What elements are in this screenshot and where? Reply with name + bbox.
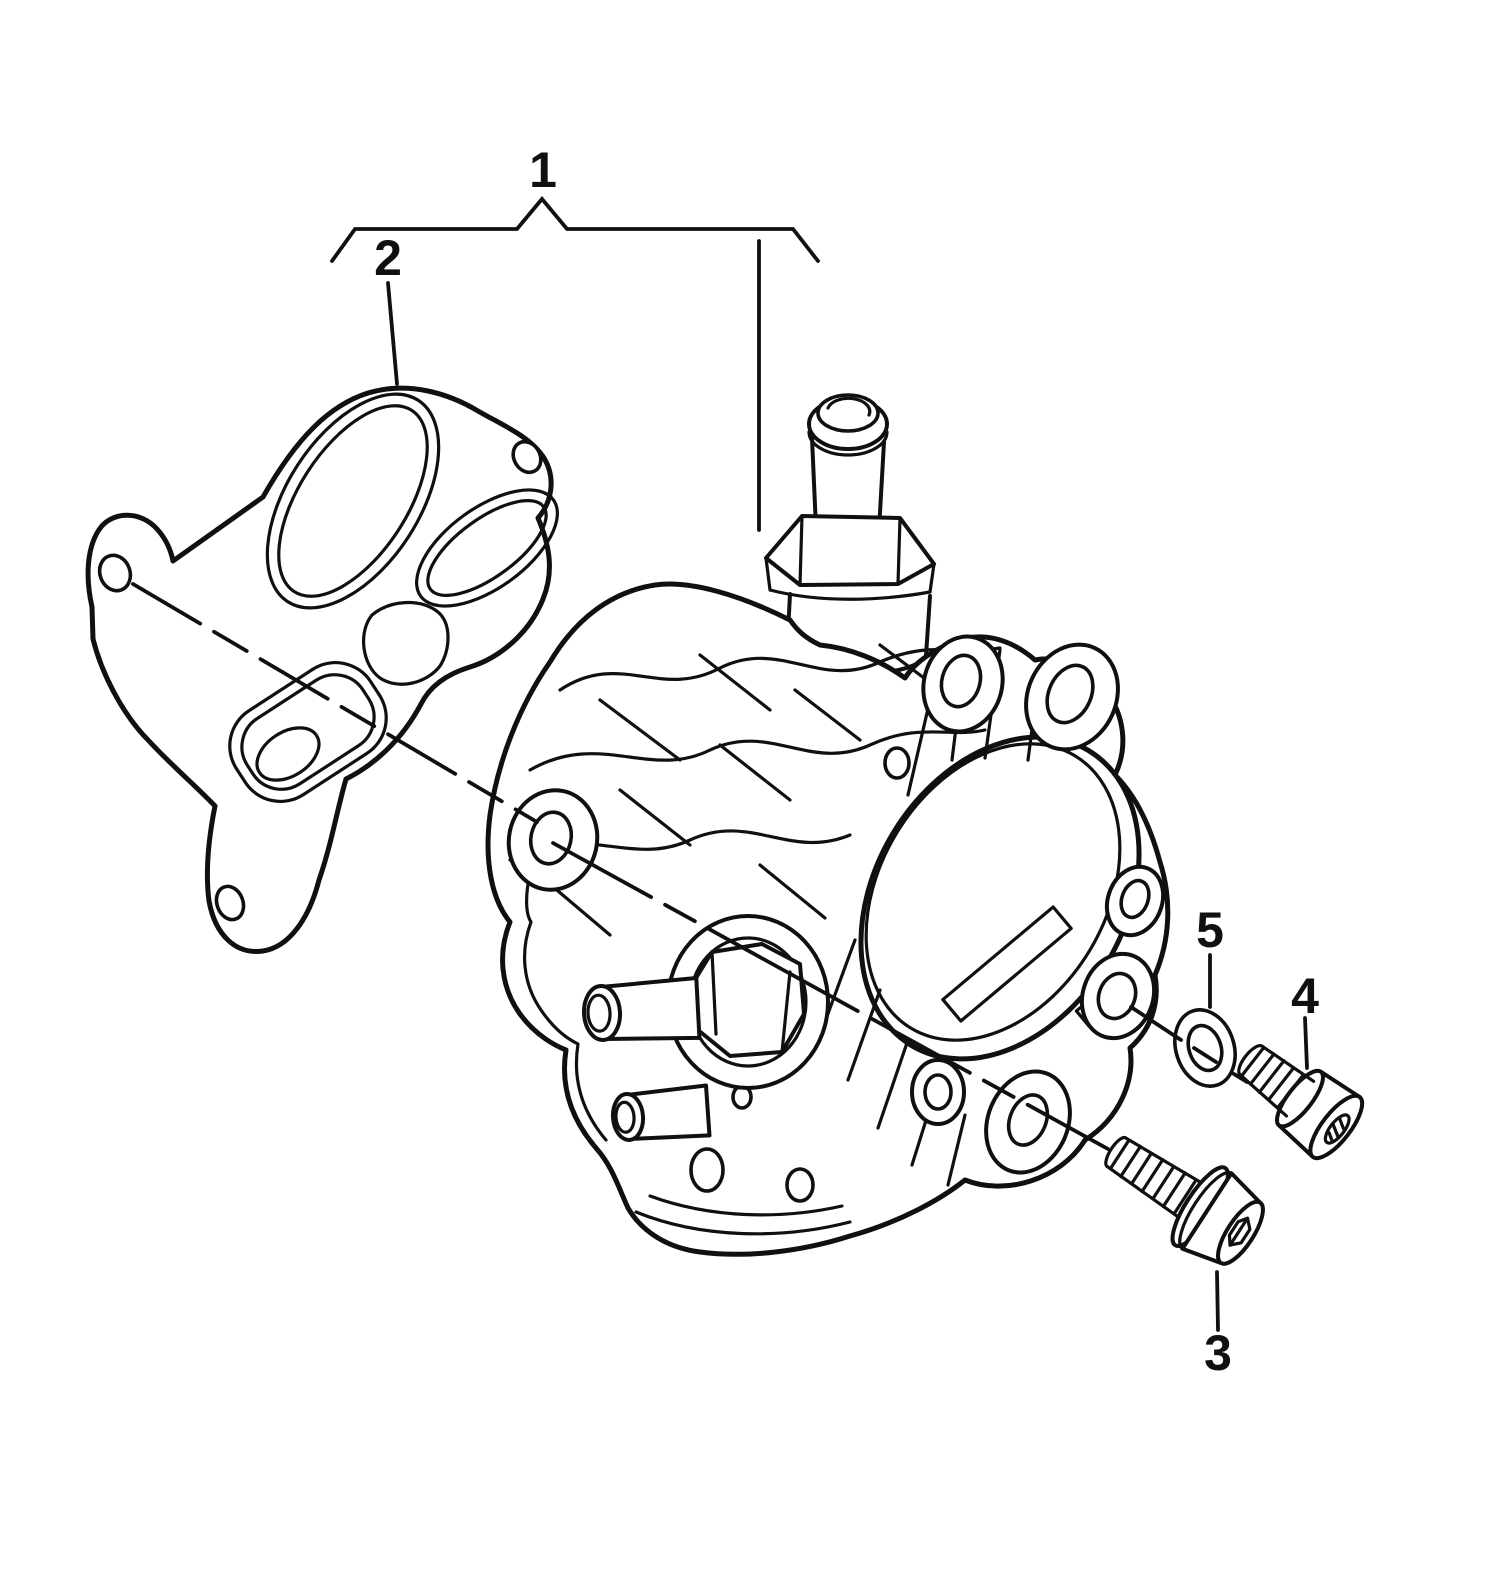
gasket-bolt-hole-bottom: [214, 884, 246, 922]
gasket-bolt-hole-right: [511, 439, 543, 475]
gasket-bolt-hole-left: [97, 553, 133, 593]
fitting-hex-nut: [764, 514, 936, 587]
body-hole: [883, 746, 911, 780]
bolt3-head-face: [1216, 1199, 1265, 1266]
callout-2-leader: [386, 281, 399, 386]
bolt3-hex-inner: [1228, 1216, 1250, 1247]
callout-4-label: 4: [1291, 968, 1319, 1024]
gasket-lower-port-inner: [240, 673, 376, 791]
nipple-upper: [581, 976, 702, 1042]
fitting-hex-facets: [764, 514, 936, 601]
callout-2: 2: [374, 230, 402, 386]
end-cap-rim: [864, 742, 1122, 1042]
flange-bottom-edge: [634, 1194, 852, 1236]
spoke: [876, 1038, 910, 1130]
gasket-bean-port-inner: [426, 499, 548, 597]
gasket: [85, 385, 559, 954]
rib-stroke: [698, 653, 772, 712]
gasket-lower-port-outer: [228, 660, 388, 804]
ear-hole: [923, 1073, 953, 1111]
callout-4-leader: [1303, 1016, 1309, 1070]
nipple-end-bore: [586, 993, 612, 1033]
port-bosses: [581, 914, 830, 1142]
gasket-bean-port-outer: [415, 488, 559, 608]
boss-hex-facets: [710, 950, 792, 1054]
callout-1-bracket: [330, 196, 820, 263]
leader-hole-to-washer: [1129, 1005, 1183, 1042]
leader-gasket-to-pump: [131, 582, 539, 824]
gasket-seal-ring-inner: [277, 404, 429, 598]
bolt3-tip: [1104, 1135, 1128, 1169]
rib-stroke: [618, 788, 692, 847]
callout-3-label: 3: [1204, 1325, 1232, 1381]
socket-bolt-short: [1237, 1044, 1365, 1161]
callout-5-label: 5: [1196, 902, 1224, 958]
gasket-lower-port-hole: [255, 726, 321, 782]
callout-3-leader: [1215, 1270, 1220, 1332]
spoke: [846, 988, 882, 1082]
spoke: [906, 698, 932, 797]
flange-hole: [689, 1147, 725, 1193]
gasket-lower-port: [228, 660, 388, 804]
rib-stroke: [758, 863, 827, 920]
vacuum-pump: [485, 393, 1171, 1257]
ear-hole: [1119, 878, 1151, 920]
gasket-center-port: [362, 600, 450, 686]
bolt4-head-face: [1308, 1093, 1365, 1161]
nipple-lower: [610, 1083, 712, 1142]
leader-pump-to-bolt3: [551, 841, 1110, 1151]
bolt3-flange-rim: [1178, 1170, 1234, 1251]
callout-5: 5: [1196, 902, 1224, 1009]
leader-washer-to-bolt4: [1232, 1072, 1249, 1084]
flange-ear-hole: [528, 810, 574, 866]
bolt3-thread-ridges: [1108, 1138, 1198, 1216]
callout-2-label: 2: [374, 230, 402, 286]
alignment-leaders: [131, 582, 1249, 1151]
callout-1: 1: [330, 142, 820, 532]
rib-stroke: [598, 698, 682, 762]
ear-hole: [939, 653, 983, 709]
flange-hole: [785, 1167, 815, 1203]
callout-1-label: 1: [529, 142, 557, 198]
end-cap-slot-mark: [941, 905, 1073, 1023]
spoke: [946, 1113, 967, 1187]
bolt4-thread-ridges: [1240, 1045, 1306, 1110]
leader-through-washer: [1192, 1046, 1218, 1064]
ear-hole: [1045, 663, 1095, 725]
nipple-end-bore: [614, 1100, 636, 1134]
sealing-washer: [1173, 1008, 1237, 1088]
rib-stroke: [718, 743, 792, 802]
flange-inner-edge: [522, 806, 608, 1142]
rib-stroke: [793, 688, 862, 742]
gasket-seal-ring-outer: [265, 392, 441, 610]
fitting-tube-sides: [810, 436, 886, 532]
bolt4-socket-hatch: [1327, 1116, 1346, 1144]
ear-hole: [1006, 1093, 1050, 1147]
fitting-bore: [826, 396, 872, 417]
rib-wave: [558, 646, 1002, 692]
callout-4: 4: [1291, 968, 1319, 1070]
gasket-outline: [85, 385, 554, 954]
ear-hole: [1096, 971, 1138, 1021]
callout-3: 3: [1204, 1270, 1232, 1381]
socket-bolt-flanged: [1104, 1135, 1265, 1266]
fitting-rim-lower: [807, 430, 889, 457]
slot-bar: [941, 905, 1073, 1023]
bolt4-tip: [1237, 1044, 1264, 1077]
